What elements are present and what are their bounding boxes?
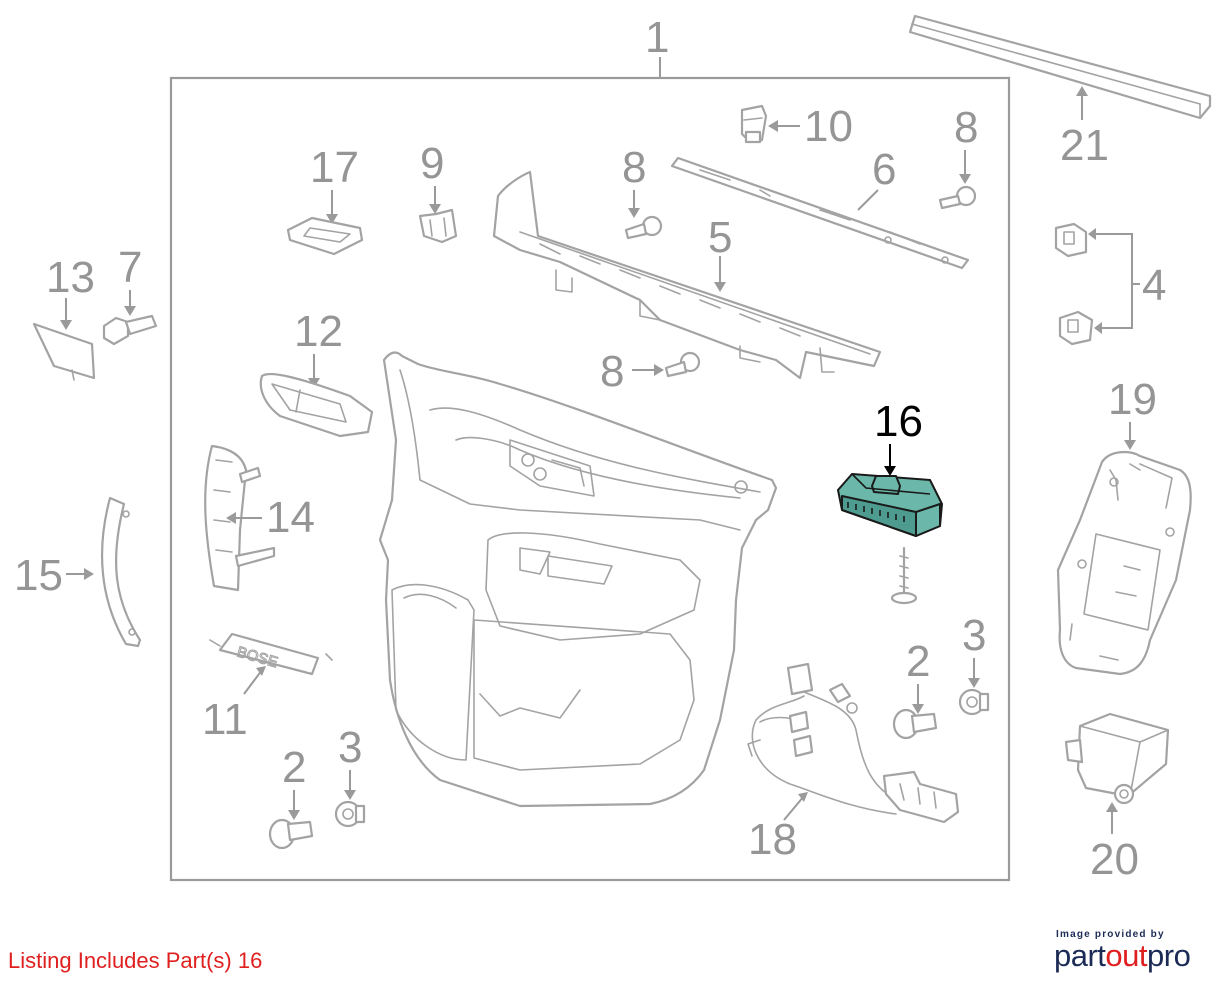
callout-8-lower[interactable]: 8: [600, 347, 624, 396]
part-21-rail[interactable]: [908, 14, 1212, 120]
callout-2-right[interactable]: 2: [906, 637, 930, 686]
partoutpro-logo: partoutpro: [1054, 938, 1191, 974]
part-3-grommet-right[interactable]: [958, 688, 990, 716]
part-9-clip[interactable]: [418, 208, 458, 244]
callout-9[interactable]: 9: [420, 139, 444, 188]
callout-1[interactable]: 1: [645, 13, 669, 62]
part-2-pin-left[interactable]: [268, 818, 314, 850]
logo-out: out: [1105, 938, 1148, 973]
part-17-bezel[interactable]: [286, 216, 364, 256]
image-provided-by: Image provided by: [1056, 929, 1165, 940]
callout-15[interactable]: 15: [14, 551, 63, 600]
part-2-pin-right[interactable]: [892, 708, 938, 740]
callout-6[interactable]: 6: [872, 145, 896, 194]
callout-10[interactable]: 10: [804, 102, 853, 151]
callout-17[interactable]: 17: [310, 143, 359, 192]
part-4-clip-top[interactable]: [1054, 222, 1088, 258]
callout-12[interactable]: 12: [294, 307, 343, 356]
part-16-screw: [890, 546, 918, 605]
part-3-grommet-left[interactable]: [334, 800, 366, 828]
callout-19[interactable]: 19: [1108, 375, 1157, 424]
part-5-bracket[interactable]: [492, 170, 882, 380]
part-16-window-switch[interactable]: [837, 473, 943, 537]
callout-11[interactable]: 11: [202, 695, 248, 744]
part-6-strip[interactable]: [670, 156, 970, 270]
part-10-clip[interactable]: [740, 104, 768, 144]
callout-13[interactable]: 13: [46, 253, 95, 302]
callout-7[interactable]: 7: [118, 243, 142, 292]
part-1-door-trim-panel[interactable]: [378, 351, 778, 808]
logo-part: part: [1054, 938, 1106, 973]
part-13-cap[interactable]: [32, 322, 96, 381]
part-8-screw-lower[interactable]: [664, 351, 701, 378]
part-14-bracket[interactable]: [204, 444, 276, 592]
callout-8-right[interactable]: 8: [954, 103, 978, 152]
part-4-clip-bottom[interactable]: [1058, 310, 1094, 346]
callout-21[interactable]: 21: [1060, 121, 1109, 170]
callout-2-left[interactable]: 2: [282, 743, 306, 792]
callout-14[interactable]: 14: [266, 493, 315, 542]
part-18-harness[interactable]: [747, 662, 960, 824]
callout-20[interactable]: 20: [1090, 835, 1139, 884]
part-19-speaker-housing[interactable]: [1056, 450, 1192, 676]
callout-8-mid[interactable]: 8: [622, 143, 646, 192]
part-15-trim[interactable]: [100, 496, 142, 648]
callout-16[interactable]: 16: [874, 397, 923, 446]
listing-note: Listing Includes Part(s) 16: [8, 948, 263, 973]
logo-pro: pro: [1147, 938, 1191, 973]
part-8-screw-mid[interactable]: [624, 215, 663, 240]
part-12-handle[interactable]: [259, 372, 374, 438]
callout-3-left[interactable]: 3: [338, 723, 362, 772]
part-20-module[interactable]: [1064, 712, 1170, 805]
part-7-bolt[interactable]: [102, 314, 158, 346]
callout-3-right[interactable]: 3: [962, 611, 986, 660]
callout-5[interactable]: 5: [708, 213, 732, 262]
part-11-badge[interactable]: BOSE: [209, 632, 333, 676]
assembly-frame: [169, 76, 1011, 882]
callout-4[interactable]: 4: [1142, 261, 1166, 310]
callout-18[interactable]: 18: [748, 815, 797, 864]
part-8-screw-right[interactable]: [938, 185, 977, 210]
